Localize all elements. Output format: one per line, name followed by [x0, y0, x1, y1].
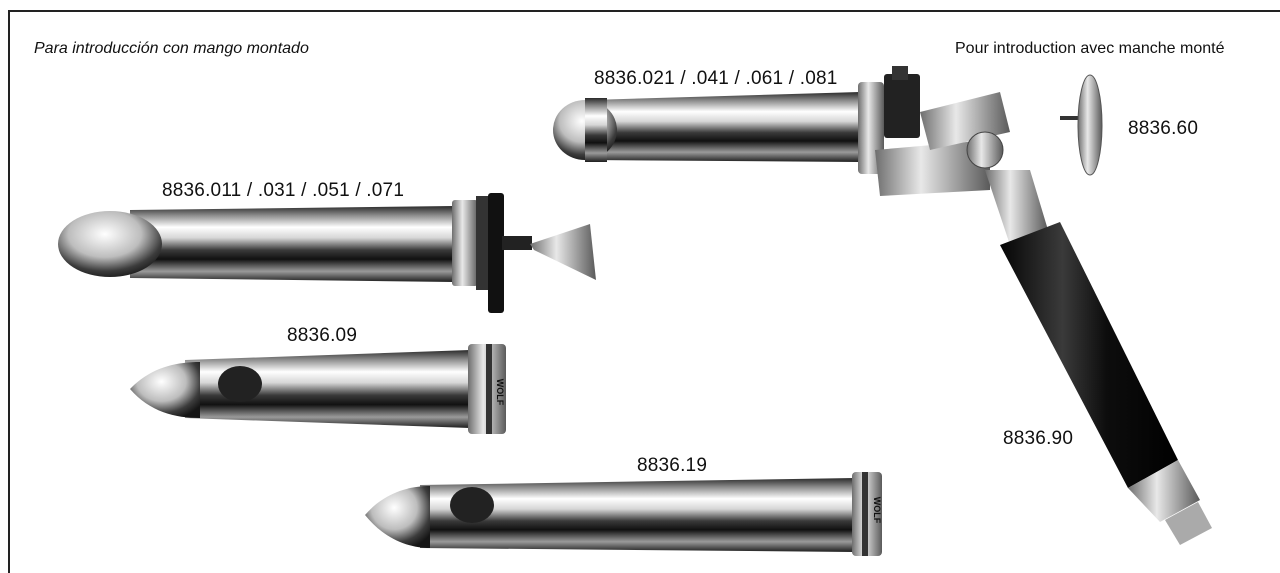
label-top-instrument: 8836.021 / .041 / .061 / .081 [594, 68, 838, 89]
caption-french: Pour introduction avec manche monté [955, 40, 1225, 57]
label-long-window-tube: 8836.19 [637, 455, 708, 476]
label-short-window-tube: 8836.09 [287, 325, 358, 346]
caption-spanish: Para introducción con mango montado [34, 40, 309, 57]
label-obturator: 8836.60 [1128, 118, 1199, 139]
obturator-disc [1060, 74, 1103, 176]
figure-frame [8, 10, 1280, 573]
instrument-top-right [553, 66, 1010, 196]
engraving-short-tube: WOLF [495, 379, 505, 406]
engraving-long-tube: WOLF [872, 497, 882, 524]
instrument-long-tube [58, 193, 596, 313]
label-long-tube: 8836.011 / .031 / .051 / .071 [162, 180, 405, 201]
instrument-long-window-tube [365, 472, 882, 556]
label-handle: 8836.90 [1003, 428, 1074, 449]
instrument-short-window-tube [130, 344, 506, 434]
handle-instrument [985, 170, 1212, 545]
